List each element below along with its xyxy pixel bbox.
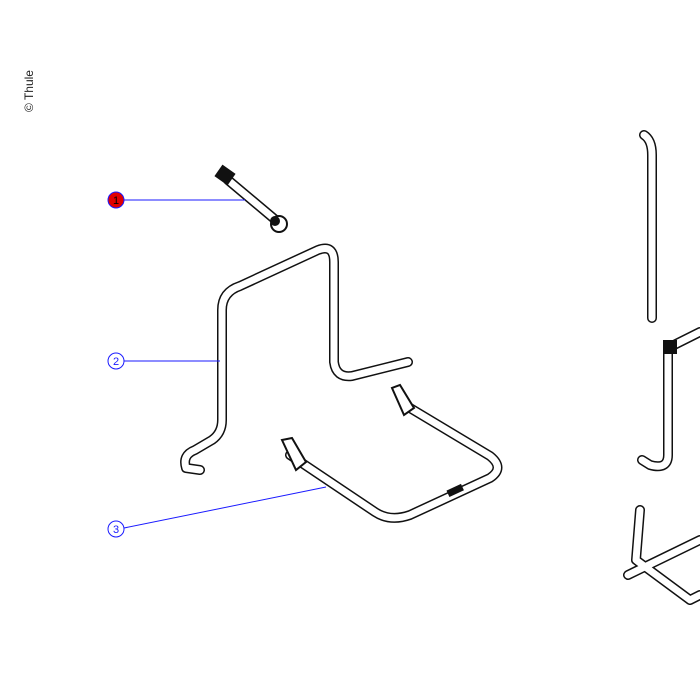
part-1-connector[interactable] [214, 164, 288, 233]
callout-3[interactable]: 3 [107, 520, 125, 538]
callout-1-number: 1 [113, 195, 119, 207]
callout-2[interactable]: 2 [107, 352, 125, 370]
callout-2-number: 2 [113, 356, 119, 368]
part-3-lower-frame[interactable] [280, 383, 503, 523]
callout-3-leader [123, 486, 327, 529]
part-2-upper-frame[interactable] [180, 243, 413, 475]
partial-assembly-right [623, 130, 700, 605]
callout-3-number: 3 [113, 524, 119, 536]
callout-1[interactable]: 1 [107, 191, 125, 209]
